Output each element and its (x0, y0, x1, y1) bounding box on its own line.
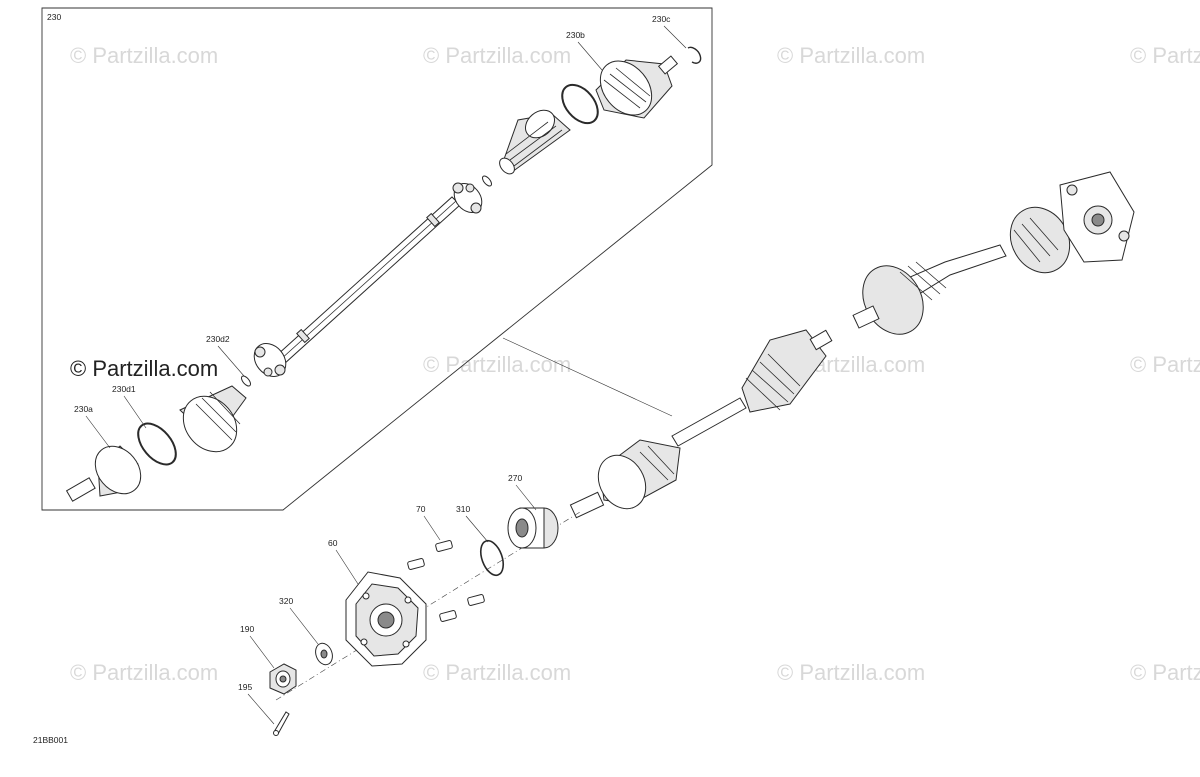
inset-clip-lower (241, 375, 251, 387)
callout-60: 60 (328, 538, 338, 548)
callout-70: 70 (416, 504, 426, 514)
main-lower-inner-cv (569, 439, 681, 519)
callout-230d2: 230d2 (206, 334, 230, 344)
callout-190: 190 (240, 624, 254, 634)
main-lower-shaft (569, 329, 833, 519)
watermark-text: © Partzilla.com (1130, 660, 1200, 685)
watermark-text: © Partzilla.com (423, 43, 571, 68)
callout-230: 230 (47, 12, 61, 22)
callouts: 230 230b 230c 230d2 230d1 230a 270 310 7… (33, 12, 687, 745)
callout-320: 320 (279, 596, 293, 606)
drawing-code: 21BB001 (33, 735, 68, 745)
bearing-270 (507, 507, 559, 549)
main-upper-inner-cv (852, 261, 947, 335)
inset-tripod-lower (253, 343, 287, 377)
inset-clamp-lower (137, 422, 177, 466)
inset-circlip (687, 46, 702, 64)
inset-outer-joint-upper (595, 55, 679, 119)
inset-clamp-upper (561, 83, 599, 125)
inset-tripod-upper (452, 182, 483, 214)
watermark-text: © Partzilla.com (1130, 352, 1200, 377)
castle-nut-190 (269, 663, 297, 695)
main-upper-shaft (852, 171, 1135, 335)
inset-boot-upper (499, 109, 571, 175)
watermark-text: © Partzilla.com (777, 43, 925, 68)
callout-195: 195 (238, 682, 252, 692)
inset-shaft-assembly (65, 46, 702, 502)
inset-shaft (275, 196, 461, 365)
watermark-text: © Partzilla.com (70, 660, 218, 685)
inset-outer-joint-lower (65, 445, 142, 502)
cotter-pin-195 (273, 711, 290, 736)
circlip-310 (479, 539, 505, 577)
bolts-70 (407, 540, 485, 622)
watermark-text: © Partzilla.com (777, 660, 925, 685)
watermark-text: © Partzilla.com (70, 43, 218, 68)
watermark-text: © Partzilla.com (423, 660, 571, 685)
detail-inset-frame (41, 7, 713, 511)
callout-310: 310 (456, 504, 470, 514)
callout-230a: 230a (74, 404, 93, 414)
watermarks: © Partzilla.com © Partzilla.com © Partzi… (70, 43, 1200, 685)
washer-320 (315, 642, 333, 666)
watermark-prominent: © Partzilla.com (70, 356, 218, 381)
callout-230d1: 230d1 (112, 384, 136, 394)
callout-270: 270 (508, 473, 522, 483)
watermark-text: © Partzilla.com (1130, 43, 1200, 68)
callout-230b: 230b (566, 30, 585, 40)
hub-60 (345, 571, 427, 667)
inset-boot-lower (179, 385, 247, 453)
main-upper-hub (1059, 171, 1135, 263)
callout-230c: 230c (652, 14, 671, 24)
watermark-text: © Partzilla.com (423, 352, 571, 377)
main-lower-outer-cv (741, 329, 833, 413)
